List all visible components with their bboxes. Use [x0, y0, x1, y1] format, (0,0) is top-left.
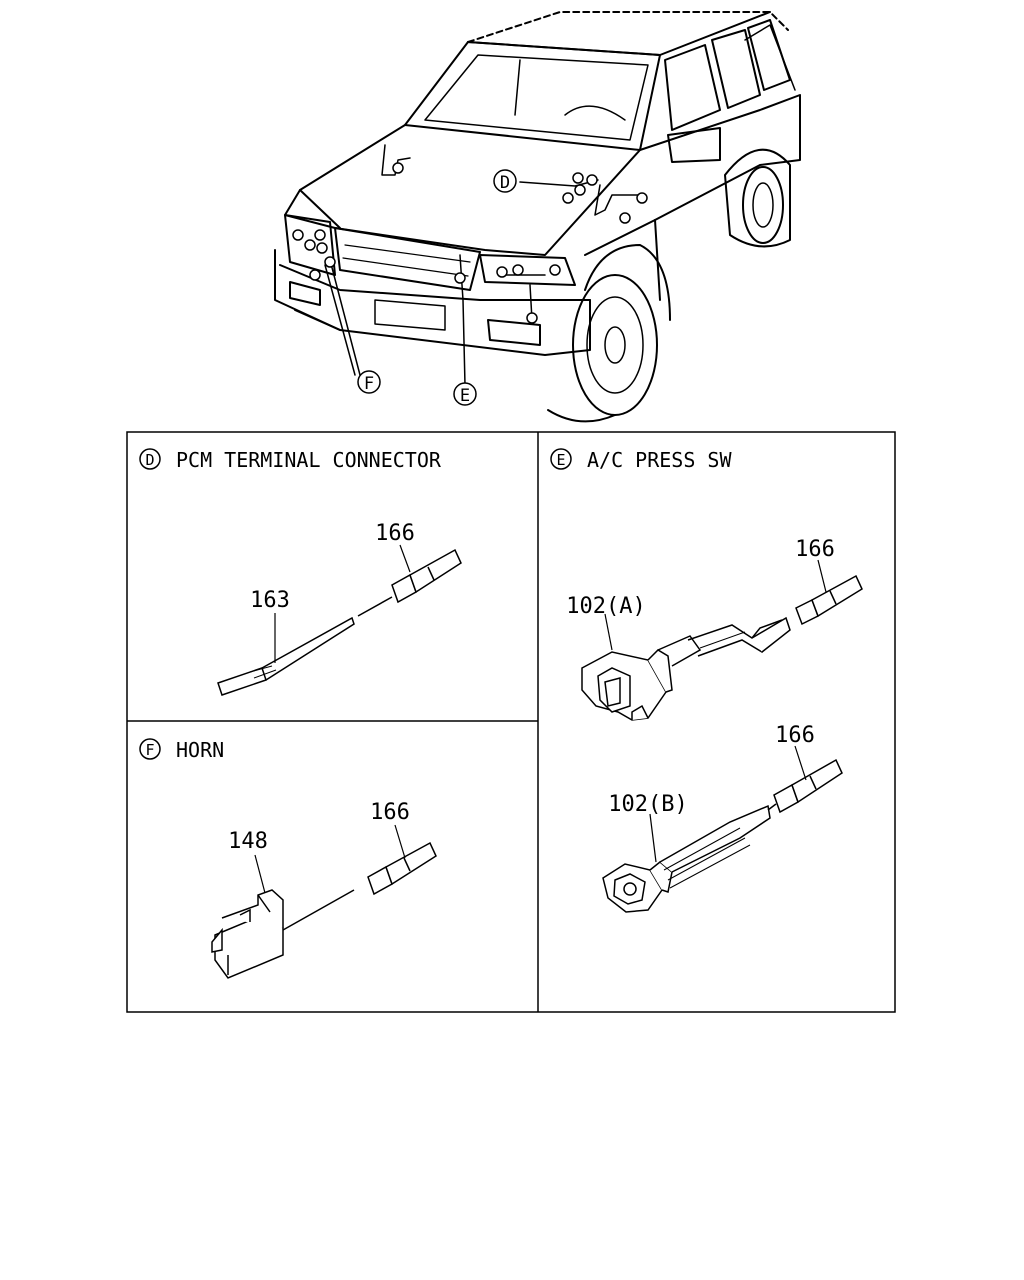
- panel-horn: F HORN 148 166: [139, 738, 437, 979]
- label-148: 148: [228, 829, 268, 854]
- callout-d-overview: D: [493, 169, 517, 193]
- connector-102b: [602, 804, 771, 913]
- leader-166-e-lower: [794, 745, 807, 781]
- panel-e-header: E A/C PRESS SW: [550, 448, 732, 472]
- svg-text:D: D: [145, 451, 154, 469]
- svg-text:D: D: [500, 173, 510, 193]
- svg-text:F: F: [145, 741, 154, 759]
- leader-102a: [604, 613, 613, 651]
- label-163: 163: [250, 588, 290, 613]
- leader-148: [254, 854, 266, 894]
- callout-e-overview: E: [453, 382, 477, 406]
- terminal-166-d: [391, 548, 462, 604]
- panel-pcm-terminal-connector: D PCM TERMINAL CONNECTOR 163 166: [139, 448, 462, 696]
- label-102a: 102(A): [566, 594, 645, 619]
- panel-f-header: F HORN: [139, 738, 224, 762]
- vehicle-illustration: [274, 11, 801, 423]
- svg-text:E: E: [460, 386, 470, 406]
- callout-f-overview: F: [357, 370, 381, 394]
- panel-frames: [126, 431, 896, 1013]
- terminal-166-e-upper: [795, 574, 863, 626]
- panel-ac-press-sw: E A/C PRESS SW 102(A) 166: [550, 448, 863, 913]
- panel-d-header: D PCM TERMINAL CONNECTOR: [139, 448, 442, 472]
- leader-166-e-upper: [817, 559, 827, 593]
- connector-102a: [581, 616, 791, 721]
- label-166-f: 166: [370, 800, 410, 825]
- label-102b: 102(B): [608, 792, 687, 817]
- label-166-e-upper: 166: [795, 537, 835, 562]
- wire: [282, 889, 355, 931]
- leader-102b: [649, 813, 657, 863]
- svg-text:PCM TERMINAL CONNECTOR: PCM TERMINAL CONNECTOR: [176, 448, 442, 472]
- label-166-d: 166: [375, 521, 415, 546]
- terminal-166-f: [367, 841, 437, 896]
- svg-text:F: F: [364, 374, 374, 394]
- terminal-163: [217, 616, 355, 696]
- svg-text:A/C PRESS SW: A/C PRESS SW: [587, 448, 732, 472]
- connector-148: [211, 889, 284, 979]
- wire: [357, 596, 393, 617]
- leader-166-f: [394, 824, 406, 859]
- terminal-166-e-lower: [773, 758, 843, 814]
- svg-text:E: E: [556, 451, 565, 469]
- label-166-e-lower: 166: [775, 723, 815, 748]
- wire: [767, 803, 777, 811]
- svg-text:HORN: HORN: [176, 738, 224, 762]
- leader-166-d: [399, 544, 411, 573]
